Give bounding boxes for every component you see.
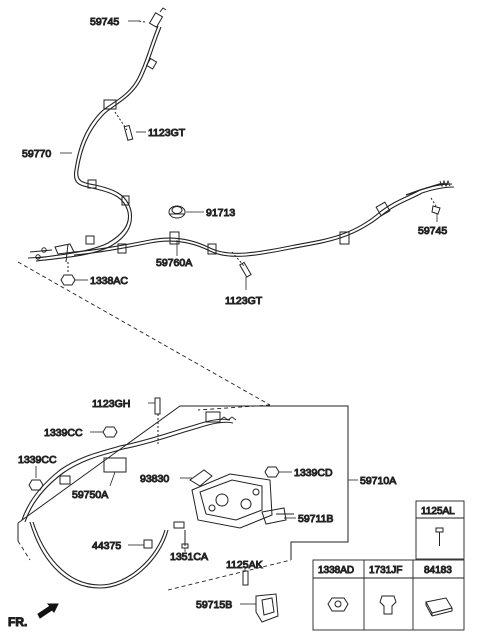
label-1123gt-upper: 1123GT: [148, 127, 186, 139]
label-1338ac: 1338AC: [90, 275, 128, 287]
label-44375: 44375: [92, 540, 121, 552]
clip-part: [143, 539, 153, 549]
leader-dashed: [17, 261, 271, 411]
screw-part: [181, 530, 189, 549]
bolt-lower: [231, 251, 252, 278]
front-cable: [21, 411, 237, 589]
label-59715b: 59715B: [196, 599, 232, 611]
label-91713: 91713: [206, 207, 235, 219]
label-59745-top: 59745: [90, 16, 119, 28]
bolt-upper: [114, 111, 134, 141]
table-header-84183: 84183: [424, 565, 452, 576]
lever-assembly-panel: [17, 405, 349, 591]
cover-part: [255, 593, 279, 623]
leader-lines: [35, 20, 438, 605]
table-header-1731jf: 1731JF: [369, 565, 402, 576]
lever-mechanism: [189, 469, 294, 529]
label-93830: 93830: [140, 473, 169, 485]
lever-bolt: [154, 397, 161, 446]
label-59770: 59770: [22, 148, 51, 160]
label-1123gh: 1123GH: [92, 398, 130, 410]
grommet: [168, 205, 186, 219]
label-1125ak: 1125AK: [226, 559, 263, 571]
label-1339cc-upper: 1339CC: [44, 427, 83, 439]
nut-icon: [327, 597, 349, 612]
parts-table: [312, 500, 465, 631]
label-59711b: 59711B: [298, 513, 333, 525]
label-1351ca: 1351CA: [170, 551, 208, 563]
rear-cable-right: [73, 179, 455, 257]
front-arrow-icon: [37, 603, 59, 619]
table-header-1125al: 1125AL: [421, 506, 455, 517]
nut-left: [60, 262, 76, 286]
label-59750a: 59750A: [72, 489, 108, 501]
label-1339cc-left: 1339CC: [18, 454, 57, 466]
bolt-icon: [435, 527, 444, 546]
table-header-1338ad: 1338AD: [318, 565, 354, 576]
label-59710a: 59710A: [360, 475, 396, 487]
bolt-bottom-part: [242, 570, 249, 586]
clip-icon: [379, 595, 397, 615]
nut-left-part: [28, 479, 44, 491]
label-1123gt-lower: 1123GT: [225, 295, 263, 307]
nut-right-part: [264, 466, 280, 478]
pad-icon: [425, 597, 453, 617]
nut-upper-part: [102, 426, 118, 438]
label-59760a: 59760A: [156, 257, 192, 269]
label-59745-right: 59745: [418, 225, 447, 237]
label-1339cd: 1339CD: [294, 467, 333, 479]
rear-cable-left: [27, 7, 167, 263]
direction-label: FR.: [8, 615, 27, 629]
